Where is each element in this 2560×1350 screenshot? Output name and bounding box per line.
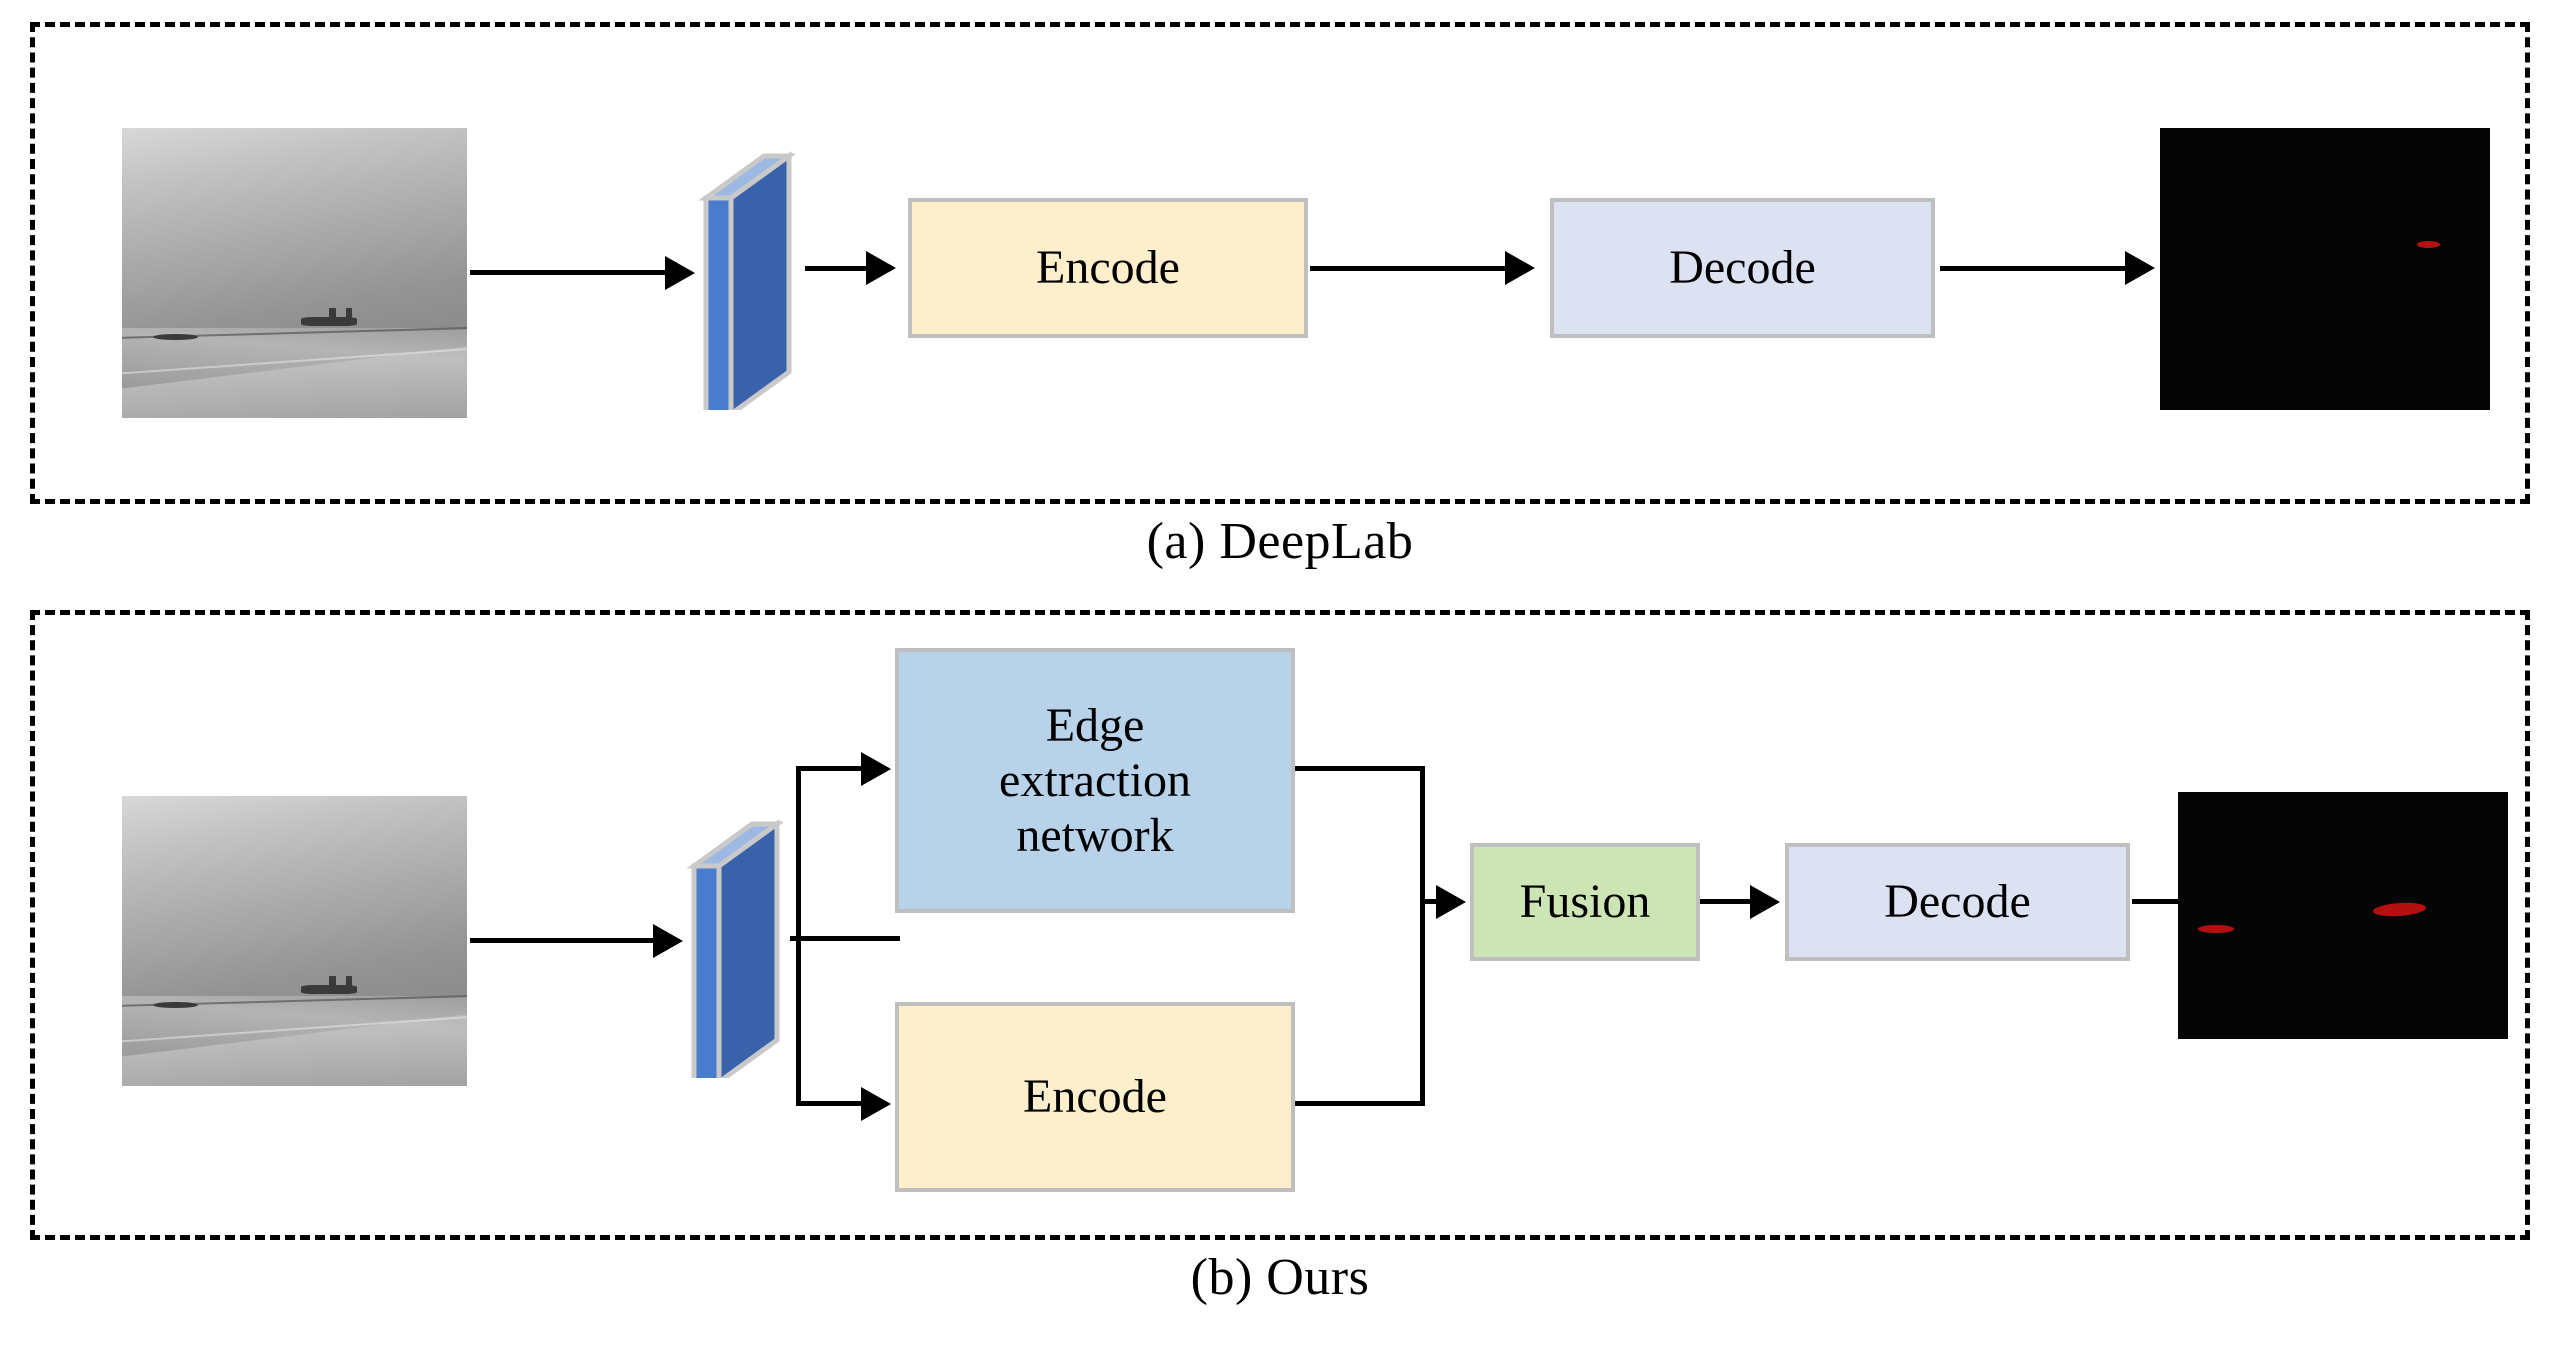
connector-a-image-to-slab (470, 270, 670, 275)
arrowhead-b-split-to-encode (861, 1087, 891, 1121)
panel-b-fusion-label: Fusion (1519, 875, 1651, 929)
panel-b-decode-box[interactable]: Decode (1785, 843, 2130, 961)
arrowhead-b-image-to-slab (653, 924, 683, 958)
panel-a-input-thermal-image (122, 128, 467, 418)
feature-slab-icon (698, 151, 797, 419)
panel-a-feature-slab (690, 140, 797, 419)
thermal-boat-4 (346, 307, 353, 320)
panel-b-edge-label-group: Edge extraction network (999, 698, 1191, 864)
thermal-boat-3 (329, 975, 336, 988)
connector-a-slab-to-encode (805, 266, 867, 271)
panel-b-edge-label-line1: Edge (1045, 698, 1145, 752)
thermal-boat-3 (329, 307, 336, 320)
panel-b-edge-extraction-network-box[interactable]: Edge extraction network (895, 648, 1295, 913)
panel-b-edge-label-line3: network (1016, 809, 1174, 863)
connector-b-merge-to-fusion (1420, 899, 1442, 904)
panel-b-ours (30, 610, 2530, 1240)
arrowhead-b-merge-to-fusion (1436, 885, 1466, 919)
connector-b-split-to-encode (796, 1101, 866, 1106)
connector-b-encode-to-merge (1295, 1101, 1425, 1106)
connector-a-decode-to-output (1940, 266, 2130, 271)
panel-b-fusion-box[interactable]: Fusion (1470, 843, 1700, 961)
panel-a-deeplab (30, 22, 2530, 504)
panel-b-edge-label-line2: extraction (999, 753, 1191, 807)
connector-b-split-vertical (796, 766, 801, 1106)
panel-a-encode-box[interactable]: Encode (908, 198, 1308, 338)
panel-b-input-thermal-image (122, 796, 467, 1086)
thermal-boat-1 (153, 333, 198, 341)
thermal-sea (122, 328, 467, 418)
connector-b-decode-to-output (2132, 899, 2184, 904)
panel-a-detection-blob-1 (2417, 240, 2441, 248)
connector-b-slab-to-split (790, 936, 900, 941)
arrowhead-b-split-to-edge (861, 752, 891, 786)
arrowhead-a-decode-to-output (2125, 251, 2155, 285)
arrowhead-a-encode-to-decode (1505, 251, 1535, 285)
panel-a-decode-label: Decode (1669, 241, 1816, 295)
panel-a-decode-box[interactable]: Decode (1550, 198, 1935, 338)
arrowhead-a-slab-to-encode (866, 251, 896, 285)
panel-b-caption: (b) Ours (1190, 1249, 1370, 1306)
thermal-boat-2 (301, 984, 357, 994)
connector-b-fusion-to-decode (1700, 899, 1752, 904)
feature-slab-icon (686, 819, 785, 1087)
panel-a-caption: (a) DeepLab (1146, 513, 1414, 570)
thermal-boat-1 (153, 1001, 198, 1009)
thermal-boat-4 (346, 975, 353, 988)
connector-b-merge-vertical (1420, 766, 1425, 1106)
connector-b-image-to-slab (470, 938, 658, 943)
panel-b-encode-label: Encode (1023, 1070, 1167, 1124)
panel-b-detection-blob-1 (2197, 925, 2235, 934)
connector-b-edge-to-merge (1295, 766, 1425, 771)
arrowhead-b-fusion-to-decode (1750, 885, 1780, 919)
panel-b-decode-label: Decode (1884, 875, 2031, 929)
thermal-sea (122, 996, 467, 1086)
connector-b-split-to-edge (796, 766, 866, 771)
panel-b-output-mask-image (2178, 792, 2508, 1039)
panel-a-output-mask-image (2160, 128, 2490, 410)
connector-a-encode-to-decode (1310, 266, 1510, 271)
panel-b-feature-slab (678, 808, 785, 1087)
panel-b-detection-blob-2 (2372, 901, 2426, 918)
panel-a-encode-label: Encode (1036, 241, 1180, 295)
arrowhead-a-image-to-slab (665, 256, 695, 290)
panel-b-encode-box[interactable]: Encode (895, 1002, 1295, 1192)
thermal-sky (122, 128, 467, 337)
thermal-boat-2 (301, 316, 357, 326)
thermal-sky (122, 796, 467, 1005)
